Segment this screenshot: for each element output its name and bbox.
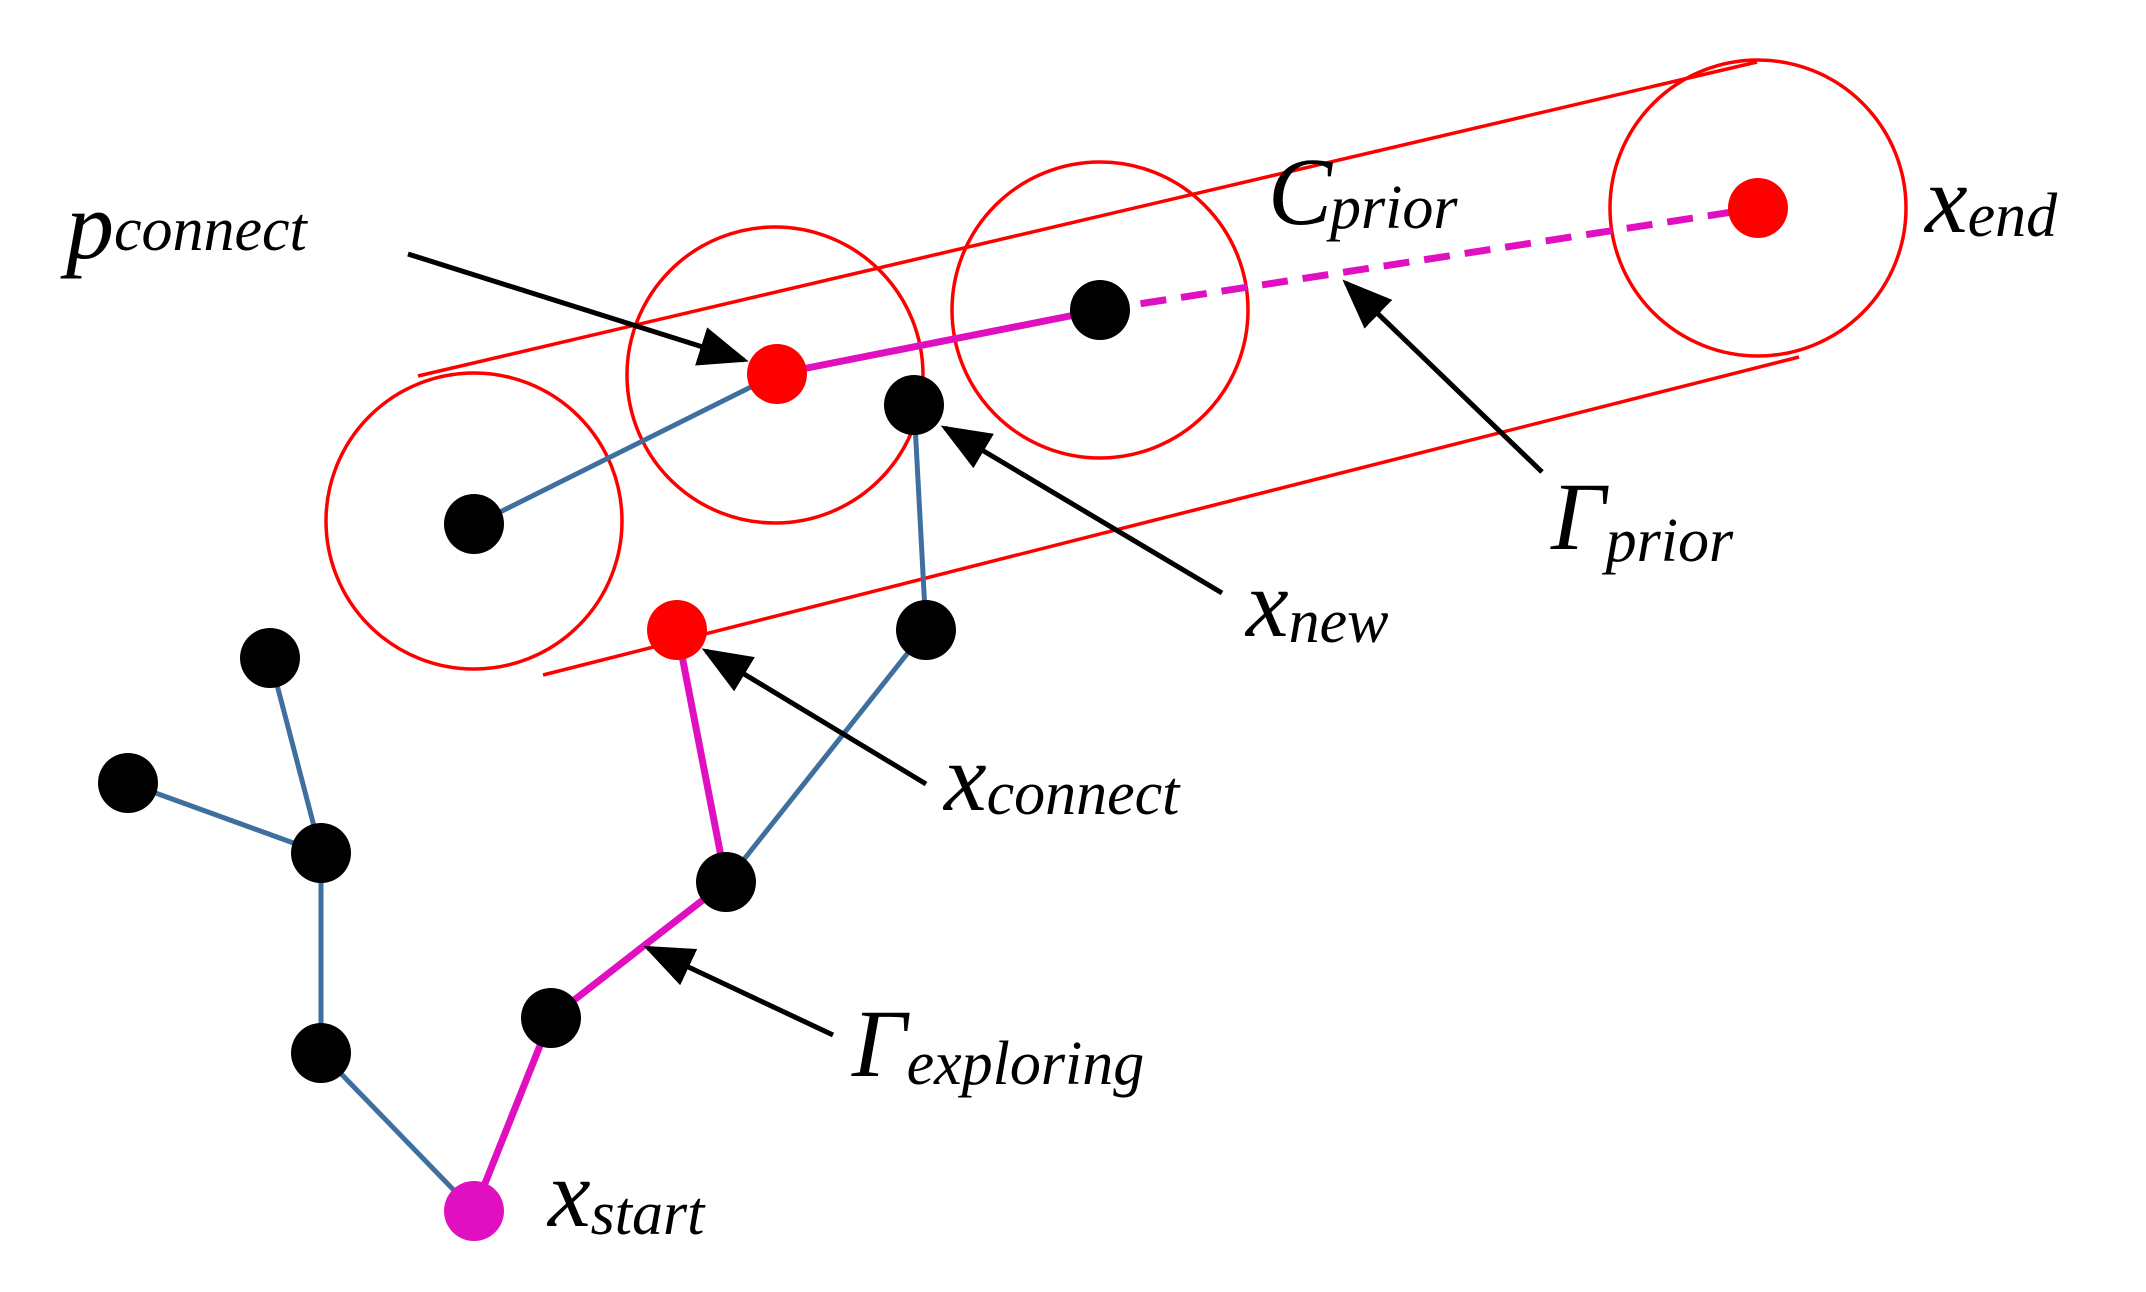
corridor-upper-boundary (417, 60, 1758, 378)
tree-node (521, 988, 581, 1048)
label-x-new: xnew (1244, 550, 1388, 657)
tree-edges (125, 371, 929, 1214)
label-p-connect: pconnect (60, 172, 309, 279)
label-gamma-exploring: Γexploring (851, 990, 1144, 1098)
arrow-x-connect (701, 648, 928, 787)
tree-node (291, 1023, 351, 1083)
label-x-start: xstart (546, 1140, 706, 1248)
corridor-lower-boundary (542, 355, 1800, 677)
tree-node (1070, 280, 1130, 340)
x-connect-node (647, 600, 707, 660)
annotation-arrows (407, 251, 1544, 1038)
tree-edge (723, 627, 929, 885)
x-end-node (1728, 178, 1788, 238)
tree-node (98, 753, 158, 813)
corridor-circle-3 (950, 160, 1250, 460)
arrow-p-connect (407, 251, 749, 366)
tree-edge (911, 402, 929, 633)
prior-path-solid (776, 306, 1101, 378)
tree-node (696, 852, 756, 912)
tree-node (896, 600, 956, 660)
x-new-node (884, 375, 944, 435)
arrow-gamma-exploring (643, 945, 835, 1038)
arrow-gamma-prior (1342, 279, 1544, 474)
tree-edge (267, 655, 324, 856)
label-c-prior: Cprior (1268, 138, 1458, 245)
tree-node (240, 628, 300, 688)
prior-path (776, 204, 1759, 378)
corridor-circle-end (1608, 58, 1908, 358)
tree-edge (318, 1050, 477, 1214)
prior-path-dashed (1099, 204, 1759, 314)
tree-nodes (98, 280, 1130, 1083)
label-gamma-prior: Γprior (1550, 463, 1734, 575)
tree-node (444, 494, 504, 554)
corridor-circle-1 (324, 371, 624, 671)
tree-edge (125, 780, 324, 856)
x-start-node (444, 1181, 504, 1241)
exploring-path (470, 626, 730, 1215)
label-x-end: xend (1923, 146, 2058, 253)
label-x-connect: xconnect (942, 724, 1181, 831)
arrow-x-new (940, 425, 1224, 596)
tree-edge (473, 371, 780, 527)
exploring-path-line (470, 626, 730, 1215)
prior-corridor (324, 58, 1908, 677)
corridor-circle-2 (625, 225, 925, 525)
tree-node (291, 823, 351, 883)
p-connect-node (747, 344, 807, 404)
